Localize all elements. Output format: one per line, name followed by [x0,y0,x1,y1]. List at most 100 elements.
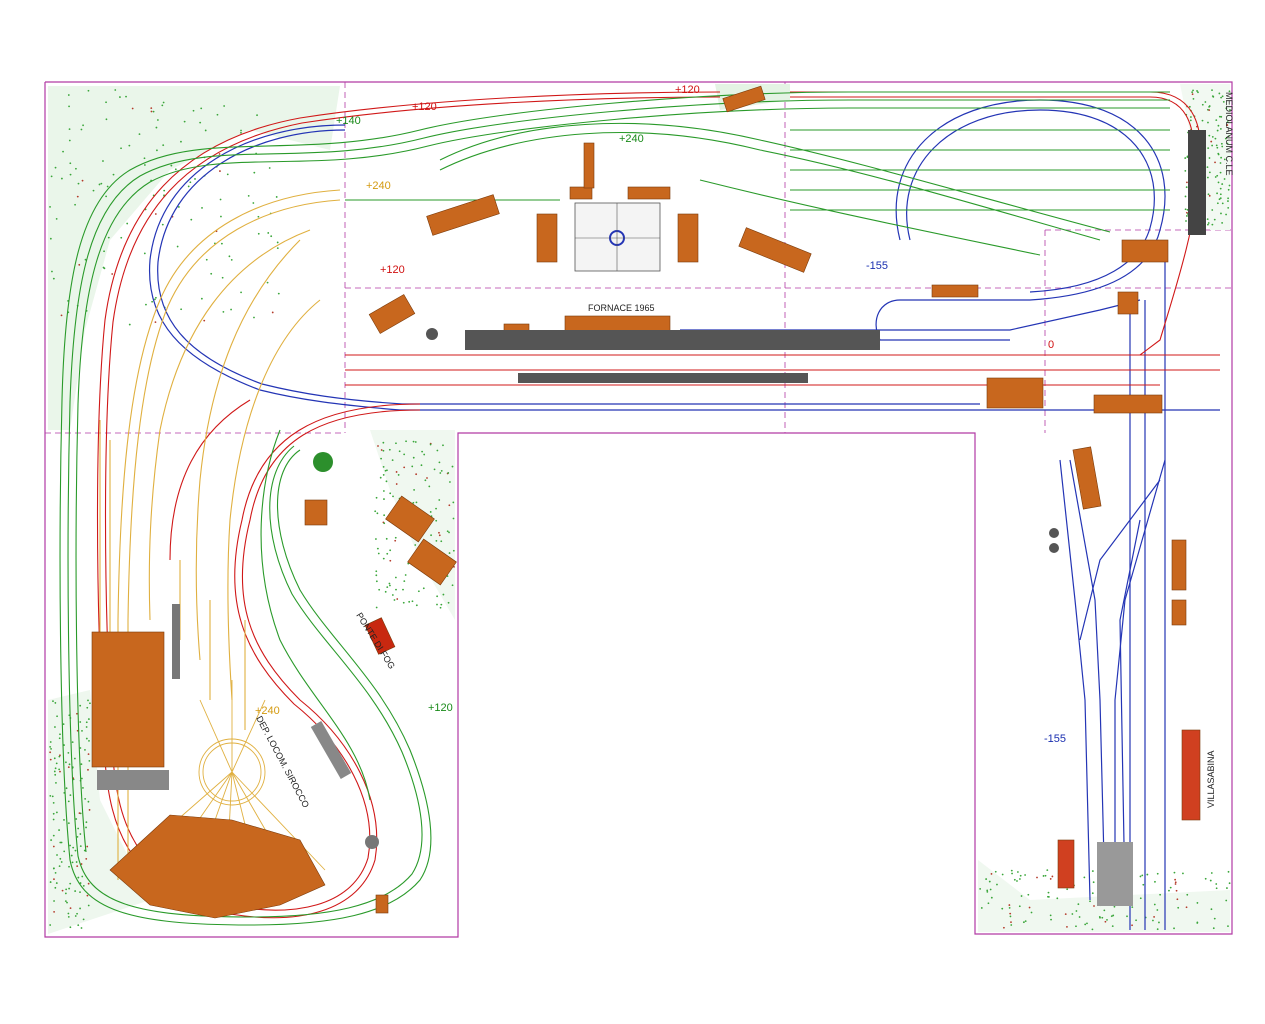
vegetation-dot [1196,90,1198,92]
vegetation-dot [52,812,55,815]
vegetation-dot [412,440,415,443]
vegetation-dot [1186,893,1189,896]
level-green-center: +240 [619,133,644,145]
vegetation-dot [49,794,52,797]
vegetation-dot [1225,213,1227,216]
vegetation-dot [996,883,998,886]
vegetation-dot [1093,905,1095,907]
vegetation-dot [1226,121,1229,123]
vegetation-dot [49,206,51,208]
vegetation-dot [143,164,146,166]
vegetation-dot [58,865,61,868]
vegetation-dot [403,580,406,583]
vegetation-dot [128,144,131,147]
vegetation-dot [391,594,394,596]
vegetation-dot [990,873,993,875]
vegetation-dot [86,894,89,897]
vegetation-dot [67,912,70,915]
vegetation-dot [79,891,81,894]
vegetation-dot [446,530,449,533]
level-yellow-top: +240 [366,180,391,192]
vegetation-dot [1110,915,1113,918]
vegetation-dot [226,173,229,176]
vegetation-dot [1113,905,1116,908]
vegetation-dot [82,918,85,921]
mediolanum-label: MEDIOLANUM C.LE [1224,92,1234,176]
vegetation-dot [156,149,158,152]
vegetation-dot [989,888,992,891]
vegetation-dot [240,131,242,134]
vegetation-dot [385,537,388,540]
vegetation-dot [76,195,79,198]
vegetation-dot [107,236,110,239]
vegetation-dot [1208,134,1211,137]
vegetation-dot [1142,883,1145,886]
vegetation-dot [1213,917,1216,920]
vegetation-dot [384,590,387,593]
vegetation-dot [98,183,101,186]
vegetation-dot [1217,181,1220,184]
vegetation-dot [417,590,420,593]
vegetation-dot [1019,874,1022,877]
vegetation-dot [412,501,415,504]
vegetation-dot [59,733,61,736]
vegetation-dot [1219,171,1222,174]
vegetation-dot [1154,880,1156,883]
vegetation-dot [49,758,52,761]
vegetation-dot [1003,926,1005,929]
depot-name-label: DEP. LOCOM. SIROCCO [254,714,311,809]
vegetation-dot [63,819,65,821]
vegetation-dot [1131,924,1133,927]
vegetation-dot [386,469,388,472]
vegetation-dot [69,162,72,165]
vegetation-dot [1169,886,1172,889]
vegetation-dot [1210,872,1213,874]
vegetation-dot [398,450,401,453]
vegetation-dot [1206,108,1209,111]
vegetation-dot [375,606,378,609]
vegetation-dot [54,872,57,874]
vegetation-dot [414,441,417,443]
vegetation-dot [1221,95,1224,98]
vegetation-dot [204,129,207,132]
vegetation-dot [75,861,78,863]
vegetation-dot [428,485,431,488]
vegetation-dot [1215,119,1218,121]
vegetation-dot [150,110,153,113]
vegetation-dot [382,557,385,560]
vegetation-dot [1016,880,1018,882]
vegetation-dot [411,600,414,603]
vegetation-dot [1210,908,1213,911]
station-square [574,202,661,272]
vegetation-dot [1083,876,1086,879]
vegetation-dot [170,164,173,167]
trees [313,328,1059,849]
vegetation-dot [1101,916,1104,919]
vegetation-dot [429,511,432,513]
vegetation-dot [83,849,86,852]
vegetation-dot [59,754,61,757]
vegetation-dot [375,580,378,583]
vegetation-dot [439,606,442,609]
vegetation-dot [1182,872,1184,875]
vegetation-dot [77,876,80,879]
vegetation-dot [220,242,223,245]
vegetation-dot [1196,902,1199,904]
vegetation-dot [106,185,109,188]
vegetation-dot [55,217,58,220]
vegetation-dot [429,443,432,446]
vegetation-dot [1176,898,1179,901]
vegetation-dot [1009,912,1012,915]
vegetation-dot [1211,135,1214,138]
vegetation-dot [397,474,400,476]
vegetation-dot [1016,871,1019,873]
level-red-mid: +120 [380,264,405,276]
vegetation-dot [102,266,105,269]
vegetation-dot [442,444,444,447]
vegetation-dot [68,887,71,890]
vegetation-dot [218,153,221,155]
vegetation-dot [1184,157,1187,159]
vegetation-dot [380,449,383,451]
vegetation-dot [422,587,425,590]
vegetation-dot [54,773,57,776]
